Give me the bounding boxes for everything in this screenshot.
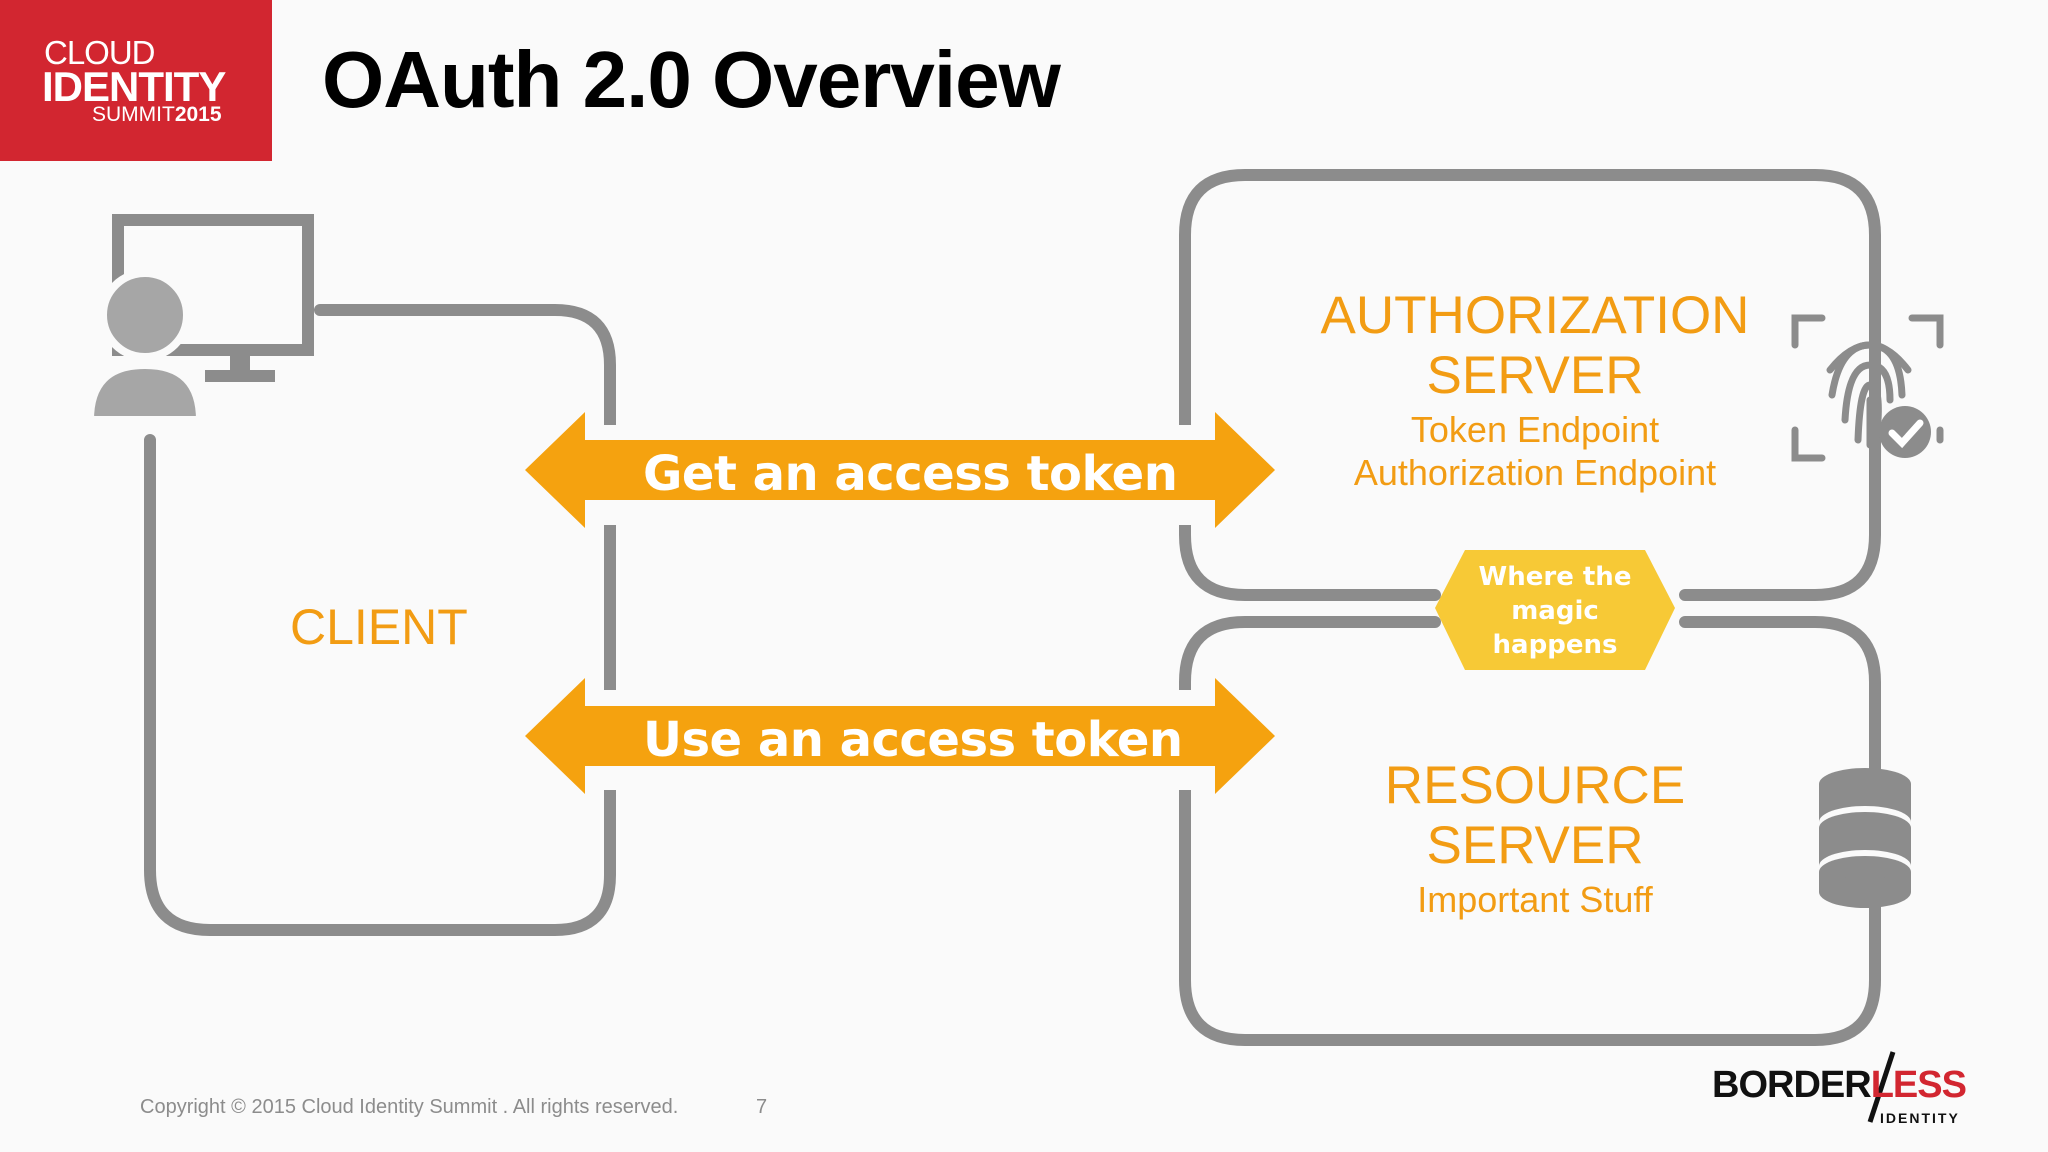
get-token-arrow: [525, 412, 1275, 528]
logo-line2: IDENTITY: [42, 63, 226, 110]
use-token-arrow: [525, 678, 1275, 794]
magic-hexagon: [1435, 550, 1675, 670]
authorization-server-title: AUTHORIZATION SERVER: [1320, 286, 1750, 405]
logo-line1: CLOUD: [44, 34, 156, 71]
use-token-label: Use an access token: [643, 712, 1183, 768]
magic-label: Where the magic happens: [1478, 562, 1632, 660]
fingerprint-check-icon: [1791, 314, 1944, 462]
brand-slash: [1867, 1051, 1896, 1123]
authorization-server-box: [1179, 169, 1881, 601]
slide-title: OAuth 2.0 Overview: [322, 35, 1061, 124]
resource-server-box: [1179, 616, 1881, 1046]
get-token-label: Get an access token: [643, 446, 1178, 502]
user-computer-icon: [85, 214, 314, 424]
resource-server-subtitle: Important Stuff: [1417, 879, 1653, 920]
client-box: [144, 304, 616, 936]
page-number: 7: [756, 1096, 768, 1118]
database-icon: [1819, 768, 1911, 908]
logo-line3: SUMMIT2015: [92, 103, 222, 126]
brand-subtitle: IDENTITY: [1880, 1110, 1960, 1126]
cloud-identity-summit-logo: CLOUD IDENTITY SUMMIT2015: [0, 0, 272, 161]
authorization-server-endpoints: Token Endpoint Authorization Endpoint: [1353, 409, 1717, 493]
borderless-identity-logo: BORDERLESS: [1712, 1064, 1967, 1106]
client-label: CLIENT: [290, 599, 468, 655]
copyright-text: Copyright © 2015 Cloud Identity Summit .…: [140, 1096, 679, 1118]
resource-server-title: RESOURCE SERVER: [1384, 756, 1686, 875]
